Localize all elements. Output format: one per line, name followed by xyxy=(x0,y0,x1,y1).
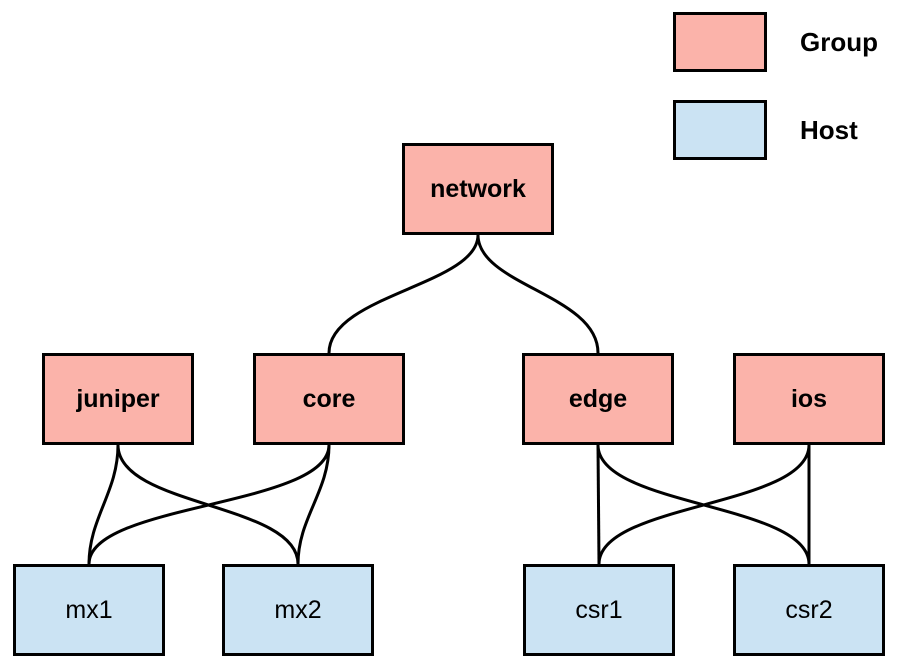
host-node-csr1: csr1 xyxy=(523,564,675,656)
edge-edge-csr1 xyxy=(596,444,601,565)
host-node-mx1: mx1 xyxy=(13,564,165,656)
group-node-ios-label: ios xyxy=(790,384,828,413)
group-node-edge: edge xyxy=(522,353,674,445)
legend-group-swatch xyxy=(673,12,767,72)
edge-core-mx1 xyxy=(87,444,331,565)
group-node-juniper: juniper xyxy=(42,353,194,445)
group-node-network: network xyxy=(402,143,554,235)
group-node-network-label: network xyxy=(430,174,526,203)
legend-group-label: Group xyxy=(800,26,878,57)
legend-row-group: Group xyxy=(673,12,878,72)
group-node-core: core xyxy=(253,353,405,445)
legend-host-swatch xyxy=(673,100,767,160)
legend-row-host: Host xyxy=(673,100,858,160)
host-node-csr2: csr2 xyxy=(733,564,885,656)
host-node-mx2-label: mx2 xyxy=(274,595,322,624)
legend-host-label: Host xyxy=(800,114,858,145)
group-node-ios: ios xyxy=(733,353,885,445)
edge-network-core xyxy=(327,234,480,354)
edge-network-edge xyxy=(476,234,600,354)
edge-ios-csr1 xyxy=(597,444,811,565)
group-node-juniper-label: juniper xyxy=(76,384,160,413)
host-node-csr2-label: csr2 xyxy=(785,595,833,624)
group-node-core-label: core xyxy=(302,384,356,413)
host-node-mx2: mx2 xyxy=(222,564,374,656)
edge-core-mx2 xyxy=(296,444,331,565)
edge-juniper-mx1 xyxy=(87,444,120,565)
group-node-edge-label: edge xyxy=(568,384,628,413)
host-node-csr1-label: csr1 xyxy=(575,595,623,624)
host-node-mx1-label: mx1 xyxy=(65,595,113,624)
